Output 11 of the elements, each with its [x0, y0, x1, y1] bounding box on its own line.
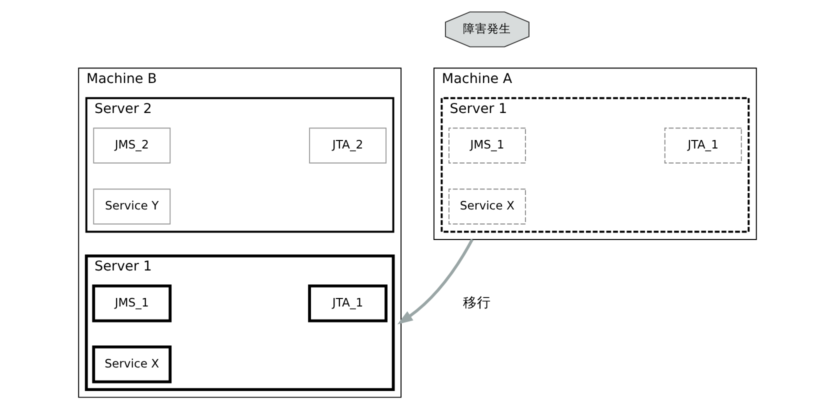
edge-label: 移行 — [462, 294, 491, 311]
node-box: JTA_2 — [308, 128, 386, 164]
node-box: JMS_1 — [92, 284, 172, 322]
node-box: Service X — [92, 346, 172, 384]
node-box: JMS_2 — [92, 128, 170, 164]
node-box: JMS_1 — [448, 128, 526, 164]
node-box: Service X — [448, 188, 526, 224]
node-box: JTA_1 — [664, 128, 742, 164]
arrow — [396, 238, 474, 324]
node-box: Service Y — [92, 188, 170, 224]
node-box: JTA_1 — [308, 284, 387, 322]
